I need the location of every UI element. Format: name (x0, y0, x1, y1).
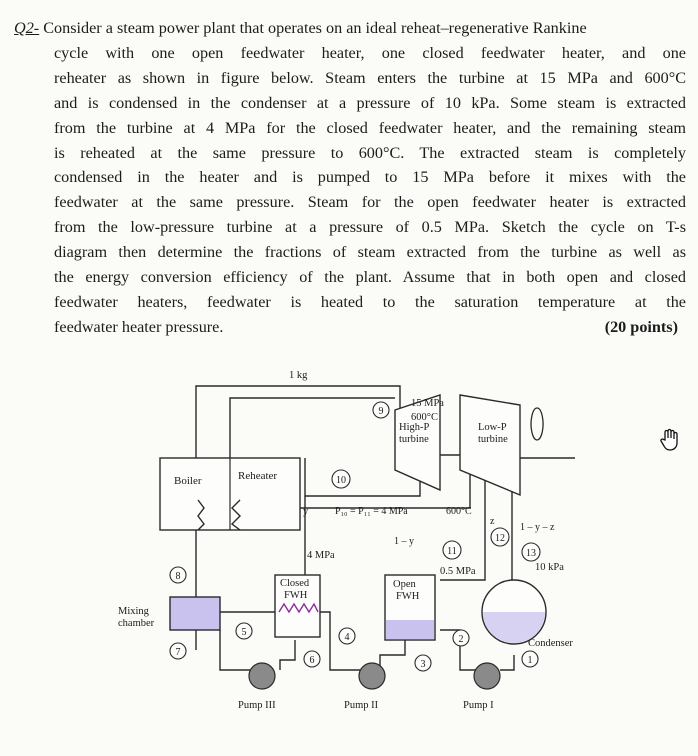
question-number: Q2- (14, 19, 40, 37)
problem-line: cycle with one open feedwater heater, on… (54, 43, 686, 62)
state-11-marker (442, 540, 462, 560)
condenser-label: Condenser (528, 638, 573, 649)
pump-1 (473, 662, 501, 690)
mixing-chamber-label-2: chamber (118, 618, 155, 629)
open-fwh-label-1: Open (393, 579, 416, 590)
state-2: 2 (459, 634, 464, 645)
state-5: 5 (242, 627, 247, 638)
state-9-marker (372, 401, 390, 419)
closed-fwh-label-2: FWH (284, 590, 308, 601)
open-fwh-pressure: 0.5 MPa (440, 566, 476, 577)
pump-1-label: Pump I (463, 700, 494, 711)
inlet-temperature: 600°C (411, 412, 438, 423)
pump-2 (358, 662, 386, 690)
state-6: 6 (310, 655, 315, 666)
frac-y: y (303, 506, 309, 517)
state-7: 7 (176, 647, 181, 658)
problem-line: condensed in the heater and is pumped to… (54, 168, 686, 187)
pump-3 (248, 662, 276, 690)
lp-turbine-label-2: turbine (478, 434, 508, 445)
extraction-z-pipe (440, 470, 486, 581)
closed-fwh-label-1: Closed (280, 578, 310, 589)
boiler-coil (197, 499, 205, 531)
problem-line: diagram then determine the fractions of … (54, 243, 686, 262)
open-fwh-liquid (386, 620, 434, 639)
reheat-pressure-eq: P₁₀ = P₁₁ = 4 MPa (335, 506, 408, 517)
state-7-marker (169, 642, 187, 660)
reheat-temperature: 600°C (446, 506, 472, 517)
pump3-pipe (219, 630, 250, 671)
condenser-pressure: 10 kPa (535, 562, 564, 573)
reheater-coil (230, 499, 241, 531)
frac-one-minus-y: 1 – y (394, 536, 414, 547)
state-1-marker (521, 650, 539, 668)
state-11: 11 (447, 546, 457, 557)
open-fwh-drain (379, 640, 406, 670)
state-10: 10 (336, 475, 346, 486)
frac-z: z (490, 516, 495, 527)
closed-fwh-pressure: 4 MPa (307, 550, 335, 561)
problem-last-line: feedwater heater pressure.(20 points) (14, 315, 686, 340)
mixing-chamber-label-1: Mixing (118, 606, 150, 617)
hp-turbine (394, 394, 441, 492)
pump1-pipe (440, 629, 480, 671)
mass-label: 1 kg (289, 370, 308, 381)
state-4: 4 (345, 632, 350, 643)
problem-line: feedwater heaters, feedwater is heated t… (54, 292, 686, 311)
pump2-pipe (320, 611, 360, 671)
state-13-marker (521, 542, 541, 562)
state-10-marker (331, 469, 351, 489)
hp-turbine-label-1: High-P (399, 422, 429, 433)
pump-2-label: Pump II (344, 700, 379, 711)
state-1: 1 (528, 655, 533, 666)
condenser-drain (500, 655, 515, 671)
closed-fwh-drain (279, 640, 296, 670)
problem-line: Q2- Consider a steam power plant that op… (14, 19, 587, 37)
generator-icon (530, 407, 544, 441)
state-9: 9 (379, 406, 384, 417)
problem-line: reheater as shown in figure below. Steam… (54, 68, 686, 87)
problem-statement: Q2- Consider a steam power plant that op… (14, 16, 686, 340)
inlet-pressure: 15 MPa (411, 398, 444, 409)
state-13: 13 (526, 548, 536, 559)
state-3-marker (414, 654, 432, 672)
hp-turbine-label-2: turbine (399, 434, 429, 445)
state-4-marker (338, 627, 356, 645)
state-6-marker (303, 650, 321, 668)
problem-line: and is condensed in the condenser at a p… (54, 93, 686, 112)
state-5-marker (235, 622, 253, 640)
state-12-marker (490, 527, 510, 547)
problem-line: feedwater at the same pressure. Steam fo… (54, 193, 686, 212)
state-8-marker (169, 566, 187, 584)
problem-line: is reheated at the same pressure to 600°… (54, 143, 686, 162)
main-steam-pipe (195, 385, 401, 458)
points-label: (20 points) (604, 317, 678, 336)
reheater-label: Reheater (238, 470, 277, 482)
open-fwh-label-2: FWH (396, 591, 420, 602)
mixing-chamber (169, 596, 221, 631)
hp-exit-pipe (304, 458, 421, 497)
reheat-return-pipe (229, 397, 395, 458)
problem-line: from the low-pressure turbine at a press… (54, 218, 686, 237)
hand-cursor-icon (660, 428, 678, 451)
closed-fwh-coil (278, 602, 319, 614)
state-12: 12 (495, 533, 505, 544)
state-8: 8 (176, 571, 181, 582)
pump-3-label: Pump III (238, 700, 276, 711)
lp-turbine-label-1: Low-P (478, 422, 507, 433)
problem-line: the energy conversion efficiency of the … (54, 268, 686, 287)
state-2-marker (452, 629, 470, 647)
condenser-liquid (483, 612, 545, 643)
problem-line: from the turbine at 4 MPa for the closed… (54, 118, 686, 137)
state-3: 3 (421, 659, 426, 670)
lp-turbine (459, 394, 521, 497)
frac-lp-exit: 1 – y – z (520, 522, 555, 533)
boiler-label: Boiler (174, 475, 202, 487)
